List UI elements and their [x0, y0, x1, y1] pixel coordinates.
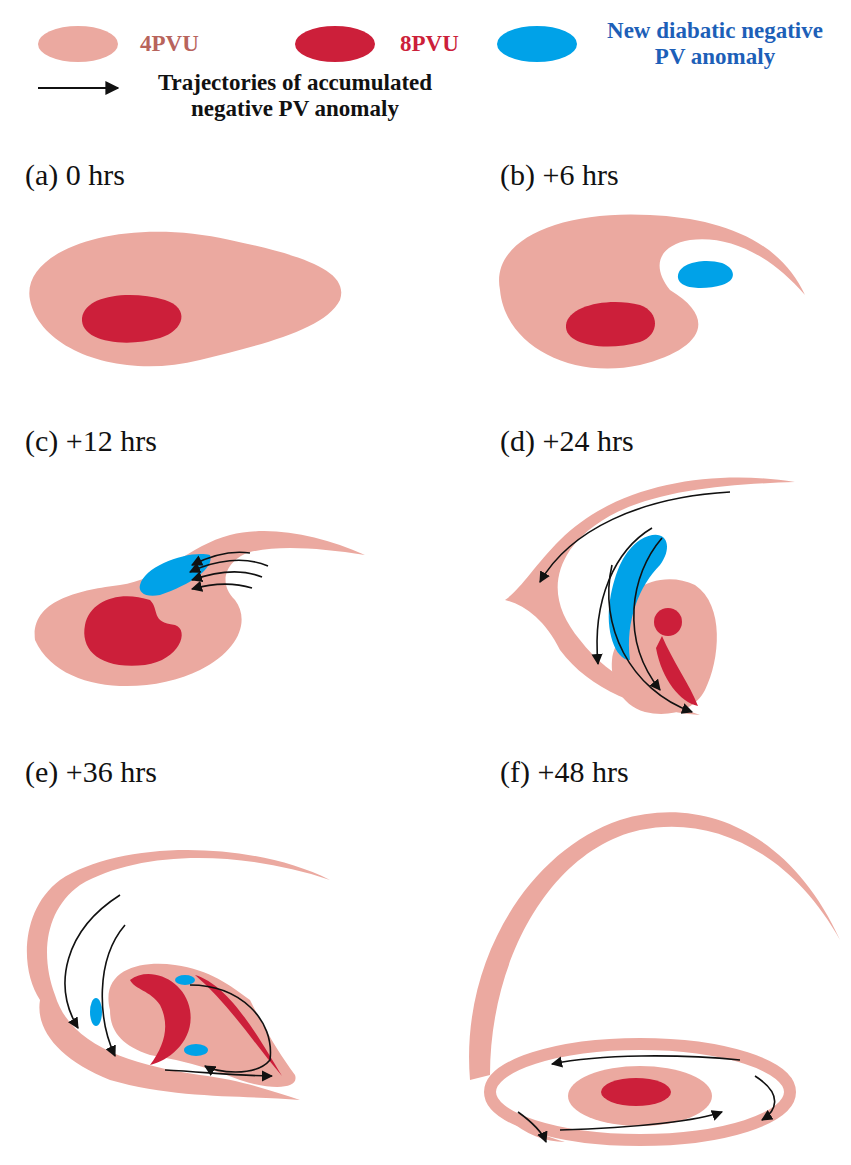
panel-label: (f) +48 hrs: [500, 755, 629, 789]
panel-label: (a) 0 hrs: [25, 158, 125, 192]
panel-d-contours: [505, 478, 795, 715]
legend-swatch: [38, 26, 118, 62]
panel-e-contours: [27, 850, 330, 1100]
panel-a-contours: [29, 232, 341, 367]
legend-text: 8PVU: [400, 31, 500, 57]
legend-swatch: [295, 26, 375, 62]
legend-text: Trajectories of accumulated negative PV …: [125, 70, 465, 123]
panel-b-contours: [499, 214, 805, 368]
panel-label: (d) +24 hrs: [500, 424, 634, 458]
legend-arrow: [38, 87, 118, 89]
legend-text: 4PVU: [140, 31, 260, 57]
panel-f-contours: [469, 812, 840, 1142]
legend-text: New diabatic negative PV anomaly: [600, 18, 830, 71]
panel-label: (b) +6 hrs: [500, 158, 619, 192]
panel-label: (c) +12 hrs: [25, 424, 157, 458]
panel-c-contours: [35, 531, 365, 686]
legend-swatch: [497, 26, 577, 62]
panel-label: (e) +36 hrs: [25, 755, 157, 789]
